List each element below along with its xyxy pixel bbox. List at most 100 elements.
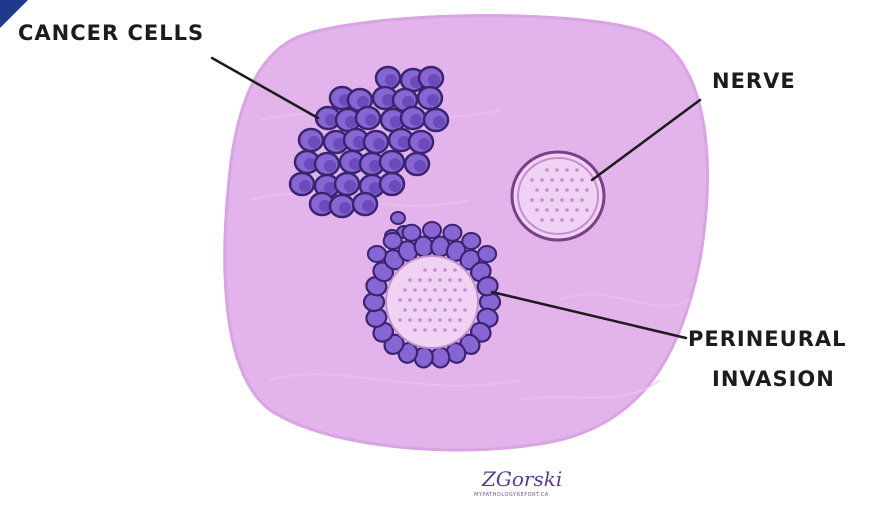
nerve-fiber-dot xyxy=(555,188,559,192)
nerve-fiber-dot xyxy=(570,218,574,222)
nerve-fiber-dot xyxy=(423,308,427,312)
nerve-fiber-dot xyxy=(443,328,447,332)
cell-nucleus xyxy=(299,180,311,192)
detached-cancer-cell xyxy=(391,212,405,224)
nerve-fiber-dot xyxy=(458,298,462,302)
cell-nucleus xyxy=(339,202,351,214)
nerve-fiber-dot xyxy=(403,308,407,312)
cell-nucleus xyxy=(427,94,439,106)
invading-cancer-cell xyxy=(368,246,386,262)
nerve-fiber-dot xyxy=(448,278,452,282)
label-cancer-cells: CANCER CELLS xyxy=(18,21,204,45)
nerve-fiber-dot xyxy=(423,268,427,272)
nerve-fiber-dot xyxy=(453,328,457,332)
nerve-fiber-dot xyxy=(560,198,564,202)
nerve-fiber-dot xyxy=(545,168,549,172)
nerve-fiber-dot xyxy=(418,318,422,322)
nerve-fiber-dot xyxy=(403,288,407,292)
nerve-fiber-dot xyxy=(580,198,584,202)
invading-cancer-cell xyxy=(403,225,421,241)
nerve-fiber-dot xyxy=(433,288,437,292)
nerve-fiber-dot xyxy=(585,208,589,212)
nerve-fiber-dot xyxy=(545,188,549,192)
nerve-sheath xyxy=(512,152,604,240)
nerve-fiber-dot xyxy=(413,288,417,292)
nerve-fiber-dot xyxy=(575,188,579,192)
nerve-fiber-dot xyxy=(565,168,569,172)
nerve-fiber-dot xyxy=(560,178,564,182)
nerve-fiber-dot xyxy=(535,188,539,192)
nerve-fiber-dot xyxy=(408,318,412,322)
nerve-fiber-dot xyxy=(428,298,432,302)
nerve-fiber-dot xyxy=(418,298,422,302)
nerve-fiber-dot xyxy=(413,328,417,332)
cell-nucleus xyxy=(418,138,430,150)
nerve-fiber-dot xyxy=(540,218,544,222)
cell-nucleus xyxy=(385,74,397,86)
label-perineural: PERINEURAL xyxy=(688,327,847,351)
nerve-fiber-dot xyxy=(463,288,467,292)
nerve-fiber-dot xyxy=(453,268,457,272)
nerve-fiber-dot xyxy=(458,318,462,322)
nerve-fiber-dot xyxy=(448,318,452,322)
nerve xyxy=(512,152,604,240)
label-nerve: NERVE xyxy=(712,69,796,93)
nerve-fiber-dot xyxy=(433,308,437,312)
nerve-fiber-dot xyxy=(530,178,534,182)
nerve-fiber-dot xyxy=(550,178,554,182)
nerve-fiber-dot xyxy=(413,308,417,312)
nerve-fiber-dot xyxy=(550,198,554,202)
nerve-fiber-dot xyxy=(453,288,457,292)
nerve-fiber-dot xyxy=(570,178,574,182)
nerve-fiber-dot xyxy=(453,308,457,312)
cell-nucleus xyxy=(308,136,320,148)
nerve-fiber-dot xyxy=(540,178,544,182)
cell-nucleus xyxy=(410,114,422,126)
nerve-fiber-dot xyxy=(418,278,422,282)
artist-signature: ZGorski xyxy=(481,467,562,491)
invading-cancer-cell xyxy=(478,246,496,262)
nerve-fiber-dot xyxy=(550,218,554,222)
nerve-fiber-dot xyxy=(575,208,579,212)
artist-website: MYPATHOLOGYREPORT.CA xyxy=(474,492,549,498)
nerve-fiber-dot xyxy=(398,318,402,322)
nerve-fiber-dot xyxy=(423,328,427,332)
nerve-fiber-dot xyxy=(535,208,539,212)
nerve-fiber-dot xyxy=(545,208,549,212)
invaded-nerve xyxy=(386,256,478,348)
nerve-fiber-dot xyxy=(438,318,442,322)
nerve-fiber-dot xyxy=(463,308,467,312)
nerve-fiber-dot xyxy=(443,268,447,272)
cell-nucleus xyxy=(389,180,401,192)
nerve-fiber-dot xyxy=(560,218,564,222)
nerve-fiber-dot xyxy=(398,298,402,302)
nerve-fiber-dot xyxy=(540,198,544,202)
nerve-fiber-dot xyxy=(570,198,574,202)
cell-nucleus xyxy=(324,160,336,172)
nerve-fiber-dot xyxy=(408,298,412,302)
nerve-fiber-dot xyxy=(428,278,432,282)
nerve-fiber-dot xyxy=(438,278,442,282)
nerve-fiber-dot xyxy=(428,318,432,322)
nerve-fiber-dot xyxy=(458,278,462,282)
nerve-fiber-dot xyxy=(565,188,569,192)
nerve-fiber-dot xyxy=(555,168,559,172)
nerve-fiber-dot xyxy=(448,298,452,302)
nerve-fiber-dot xyxy=(433,268,437,272)
cell-nucleus xyxy=(428,74,440,86)
nerve-fiber-dot xyxy=(585,188,589,192)
invading-cancer-cell xyxy=(462,233,480,249)
nerve-fiber-dot xyxy=(408,278,412,282)
cell-nucleus xyxy=(373,138,385,150)
invading-cancer-cell xyxy=(443,225,461,241)
cell-nucleus xyxy=(362,200,374,212)
cell-nucleus xyxy=(365,114,377,126)
nerve-fiber-dot xyxy=(565,208,569,212)
nerve-fiber-dot xyxy=(575,168,579,172)
label-invasion: INVASION xyxy=(712,367,835,391)
cell-nucleus xyxy=(433,116,445,128)
nerve-fiber-dot xyxy=(433,328,437,332)
cell-nucleus xyxy=(414,160,426,172)
nerve-fiber-dot xyxy=(555,208,559,212)
